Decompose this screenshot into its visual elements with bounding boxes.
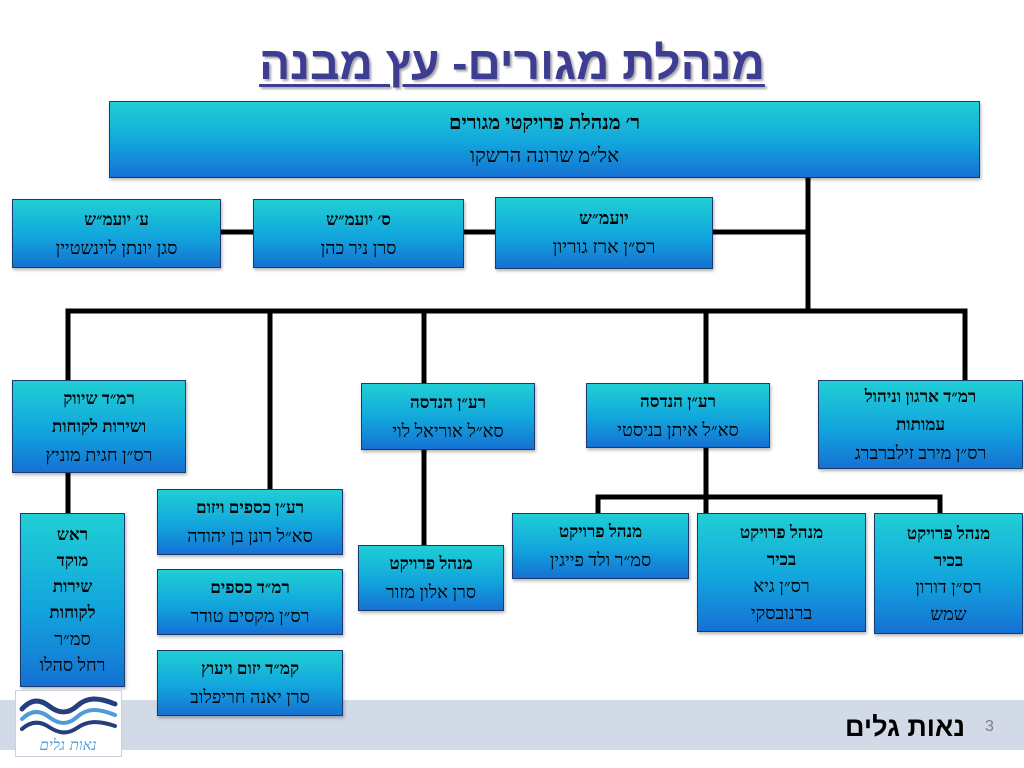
person-name: רחל סהלו xyxy=(39,655,106,675)
person-name: רס״ן מירב זילברברג xyxy=(854,442,987,463)
person-name: רס״ן גיא xyxy=(753,575,810,596)
role-title: לקוחות xyxy=(49,603,96,622)
person-name: סמ״ר ולד פייגין xyxy=(549,550,652,570)
role-title: בכיר xyxy=(766,549,797,569)
logo-wave xyxy=(20,708,117,725)
org-box-nonprofits: רמ״ד ארגון וניהול עמותות רס״ן מירב זילבר… xyxy=(818,380,1023,469)
person-name: סרן ניר כהן xyxy=(320,237,397,258)
slide-title: מנהלת מגורים- עץ מבנה xyxy=(259,37,765,89)
person-name: אל״מ שרונה הרשקו xyxy=(469,144,620,167)
org-box-engineering-1: רע״ן הנדסה סא״ל איתן בניסטי xyxy=(586,383,770,448)
waves-logo-icon: נאות גלים xyxy=(19,696,118,754)
person-name: ברנובסקי xyxy=(750,602,813,623)
role-title: מנהל פרויקט xyxy=(558,522,643,541)
org-box-project-manager-2: מנהל פרויקט סמ״ר ולד פייגין xyxy=(512,513,689,579)
person-name: רס״ן מקסים טודר xyxy=(190,606,310,626)
org-box-head: ר׳ מנהלת פרויקטי מגורים אל״מ שרונה הרשקו xyxy=(109,101,980,178)
role-title: ראש xyxy=(56,525,89,544)
role-title: ר׳ מנהלת פרויקטי מגורים xyxy=(448,111,641,134)
logo-wave xyxy=(20,720,117,735)
org-box-marketing: רמ״ד שיווק ושירות לקוחות רס״ן חגית מוניץ xyxy=(12,380,186,473)
role-title: ושירות לקוחות xyxy=(51,416,147,436)
person-name: סרן אלון מזור xyxy=(385,582,477,602)
org-box-senior-project-manager-2: מנהל פרויקט בכיר רס״ן דורון שמש xyxy=(874,513,1023,634)
person-name: רס״ן חגית מוניץ xyxy=(45,444,153,465)
role-title: בכיר xyxy=(933,550,964,570)
role-title: ס׳ יועמ״ש xyxy=(326,209,391,229)
org-box-finance-initiation: רע״ן כספים ויזום סא״ל רונן בן יהודה xyxy=(157,489,343,555)
org-box-senior-project-manager-1: מנהל פרויקט בכיר רס״ן גיא ברנובסקי xyxy=(697,513,866,632)
org-box-project-manager-1: מנהל פרויקט סרן אלון מזור xyxy=(358,545,504,611)
role-title: ע׳ יועמ״ש xyxy=(84,209,149,229)
org-box-engineering-2: רע״ן הנדסה סא״ל אוריאל לוי xyxy=(361,383,535,450)
role-title: מוקד xyxy=(56,551,89,570)
logo-wave xyxy=(19,696,118,715)
person-name: שמש xyxy=(930,603,967,624)
role-title: רע״ן כספים ויזום xyxy=(195,498,305,517)
role-title: רמ״ד שיווק xyxy=(63,388,135,408)
role-title: רע״ן הנדסה xyxy=(640,391,716,411)
role-title: רמ״ד ארגון וניהול xyxy=(864,386,977,406)
role-title: קמ״ד יזום ויעוץ xyxy=(200,659,300,678)
person-name: סא״ל אוריאל לוי xyxy=(392,420,504,441)
person-name: רס״ן ארז גוריון xyxy=(552,237,656,258)
neot-galim-logo: נאות גלים xyxy=(15,690,122,757)
role-title: עמותות xyxy=(895,414,946,434)
org-box-legal-deputy: ס׳ יועמ״ש סרן ניר כהן xyxy=(253,199,464,268)
role-title: מנהל פרויקט xyxy=(739,522,824,542)
footer-title: נאות גלים xyxy=(845,712,965,742)
org-box-legal-assistant: ע׳ יועמ״ש סגן יונתן לוינשטיין xyxy=(12,199,221,268)
role-title: מנהל פרויקט xyxy=(389,554,473,573)
person-name: סרן יאנה חריפלוב xyxy=(190,687,310,707)
person-name: סא״ל רונן בן יהודה xyxy=(187,526,313,546)
org-box-legal-advisor: יועמ״ש רס״ן ארז גוריון xyxy=(495,197,713,269)
person-name: רס״ן דורון xyxy=(915,576,982,597)
logo-text: נאות גלים xyxy=(40,736,97,754)
person-name: סגן יונתן לוינשטיין xyxy=(55,237,178,258)
org-box-call-center: ראש מוקד שירות לקוחות סמ״ר רחל סהלו xyxy=(20,513,125,687)
role-title: רמ״ד כספים xyxy=(210,578,290,597)
person-name: סמ״ר xyxy=(54,629,91,649)
role-title: יועמ״ש xyxy=(579,208,629,228)
role-title: מנהל פרויקט xyxy=(906,523,991,543)
page-number: 3 xyxy=(985,718,994,735)
org-box-initiation-advisory: קמ״ד יזום ויעוץ סרן יאנה חריפלוב xyxy=(157,650,343,716)
role-title: רע״ן הנדסה xyxy=(410,392,486,412)
role-title: שירות xyxy=(52,577,93,596)
org-box-finance: רמ״ד כספים רס״ן מקסים טודר xyxy=(157,569,343,635)
person-name: סא״ל איתן בניסטי xyxy=(617,419,739,440)
